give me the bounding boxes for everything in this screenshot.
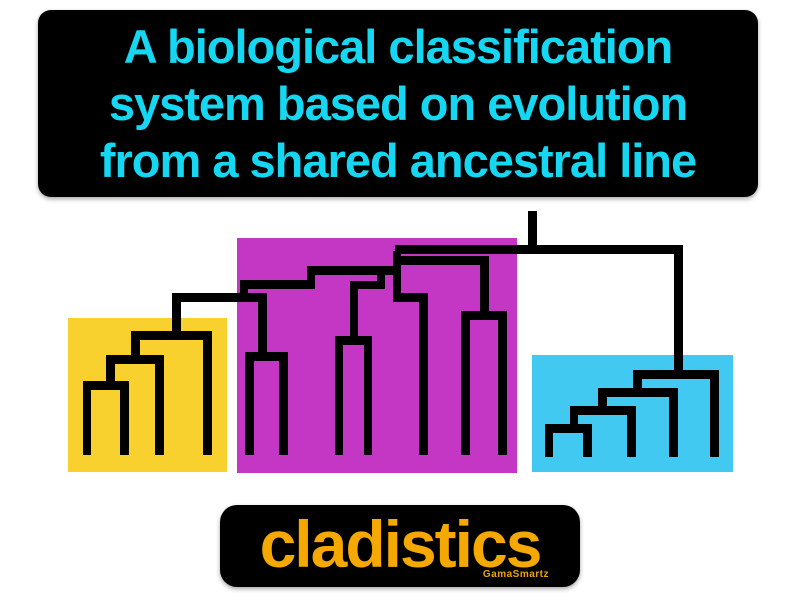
cladogram-line xyxy=(633,370,719,379)
cladogram-line xyxy=(397,256,489,265)
cladogram-line xyxy=(279,357,288,455)
cladogram-line xyxy=(245,357,254,455)
cladogram-line xyxy=(258,298,267,355)
term-box: cladistics GamaSmartz xyxy=(220,505,580,587)
cladogram-line xyxy=(545,428,553,457)
cladogram-line xyxy=(710,375,719,457)
cladogram-line xyxy=(106,355,164,364)
cladogram-line xyxy=(350,285,358,339)
definition-line-1: A biological classification xyxy=(123,20,673,73)
definition-line-3: from a shared ancestral line xyxy=(99,134,697,187)
cladogram-line xyxy=(307,266,397,275)
cladogram-line xyxy=(83,386,91,455)
cladogram-line xyxy=(393,251,401,302)
definition-box: A biological classification system based… xyxy=(38,10,758,197)
cladogram-line xyxy=(120,386,129,455)
cladogram-line xyxy=(335,341,343,455)
cladogram-line xyxy=(155,360,164,455)
cladogram-line xyxy=(240,285,248,297)
cladogram-line xyxy=(669,393,678,457)
cladogram-line xyxy=(545,424,592,433)
cladogram-line xyxy=(240,280,315,289)
cladogram-line xyxy=(633,375,642,393)
term-label: cladistics xyxy=(259,507,543,581)
cladogram-line xyxy=(528,211,537,251)
cladogram-line xyxy=(131,331,212,340)
cladogram-line xyxy=(570,406,636,415)
cladogram-line xyxy=(396,293,428,302)
cladogram-line xyxy=(627,411,636,457)
cladogram-line xyxy=(307,271,315,285)
cladogram-line xyxy=(203,336,212,455)
cladogram-line xyxy=(480,260,489,315)
cladogram-line xyxy=(395,245,683,254)
cladogram-line xyxy=(583,428,592,457)
cladogram-line xyxy=(245,352,288,361)
cladogram-line xyxy=(335,336,372,345)
yellow-clade-block xyxy=(68,318,227,472)
cladogram-line xyxy=(364,341,372,455)
cladogram-line xyxy=(419,298,428,455)
cladogram-line xyxy=(461,316,470,455)
cladogram-line xyxy=(461,311,507,320)
cladogram-line xyxy=(83,381,129,390)
cladogram-line xyxy=(172,293,267,302)
cladogram-line xyxy=(498,316,507,455)
cladogram-line xyxy=(377,271,385,285)
cladogram-line xyxy=(674,249,683,375)
cladogram-line xyxy=(598,393,607,411)
cladogram-line xyxy=(598,388,678,397)
cladogram-line xyxy=(570,411,578,428)
cladogram-line xyxy=(350,281,385,289)
cladogram-line xyxy=(106,360,115,385)
definition-line-2: system based on evolution xyxy=(108,77,688,130)
cladogram-line xyxy=(131,336,140,358)
cladogram-line xyxy=(172,298,181,335)
watermark-label: GamaSmartz xyxy=(482,569,549,580)
